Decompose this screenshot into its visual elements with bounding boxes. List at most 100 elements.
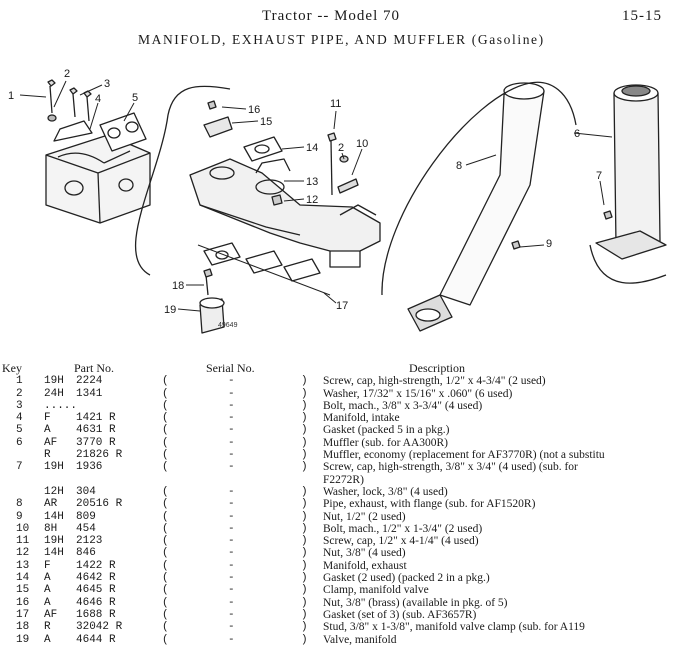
serial-cell: (-)	[160, 412, 323, 424]
part-number-cell	[76, 400, 160, 412]
key-cell: 11	[16, 535, 30, 548]
part-number-cell: 1936	[76, 461, 103, 474]
callout-10: 10	[356, 138, 368, 150]
part-prefix-cell: AR	[44, 498, 58, 511]
exhaust-manifold-drawing	[189, 158, 381, 268]
open-paren: (	[162, 522, 169, 535]
serial-range: (-)	[160, 400, 323, 412]
part-number-cell: 4644 R	[76, 633, 116, 646]
serial-cell: (-)	[160, 609, 323, 621]
key-cell: 8	[16, 498, 23, 511]
serial-cell: (-)	[160, 572, 323, 584]
open-paren: (	[162, 461, 169, 474]
part-prefix-cell: A	[44, 596, 51, 609]
serial-cell: (-)	[160, 511, 323, 523]
key-cell: 19	[16, 633, 30, 646]
key-cell: 14	[16, 572, 30, 585]
close-paren: )	[301, 547, 308, 560]
part-prefix-cell: 19H	[44, 461, 64, 474]
callout-12: 12	[306, 194, 318, 206]
clamp-drawing	[203, 116, 233, 138]
serial-range: (-)	[160, 523, 323, 535]
part-prefix-cell: ............	[44, 399, 76, 412]
part-number-cell: 20516 R	[76, 498, 123, 511]
key-cell: 9	[16, 510, 23, 523]
part-prefix-cell: 19H	[44, 535, 64, 548]
close-paren: )	[301, 461, 308, 474]
serial-range: (-)	[160, 572, 323, 584]
serial-value: -	[228, 485, 235, 498]
description-cell: Muffler, economy (replacement for AF3770…	[323, 449, 605, 462]
key-cell: 16	[16, 596, 30, 609]
part-prefix-cell: AF	[44, 436, 58, 449]
bolt-group-1	[47, 79, 92, 122]
part-prefix-cell: 19H	[44, 375, 64, 388]
part-number-cell: 4631 R	[76, 424, 116, 437]
part-prefix-cell: A	[44, 572, 51, 585]
serial-range: (-)	[160, 560, 323, 572]
description-cell: Washer, 17/32" x 15/16" x .060" (6 used)	[323, 387, 513, 400]
serial-range: (-)	[160, 597, 323, 609]
description-cell: F2272R)	[323, 473, 364, 486]
key-cell: 7	[16, 461, 23, 474]
serial-cell: (-)	[160, 560, 323, 572]
serial-range: (-)	[160, 449, 323, 461]
key-cell: 2	[16, 387, 23, 400]
close-paren: )	[301, 412, 308, 425]
description-cell: Nut, 1/2" (2 used)	[323, 510, 406, 523]
serial-cell: (-)	[160, 584, 323, 596]
key-cell: 10	[16, 522, 30, 535]
description-cell: Manifold, intake	[323, 412, 400, 425]
serial-cell: (-)	[160, 498, 323, 510]
open-paren: (	[162, 498, 169, 511]
column-header-part-no: Part No.	[74, 362, 114, 375]
part-prefix-cell: F	[44, 412, 51, 425]
table-row: 8 AR 20516 R (-)Pipe, exhaust, with flange …	[0, 498, 674, 510]
close-paren: )	[301, 522, 308, 535]
part-number-cell: 3770 R	[76, 436, 116, 449]
parts-diagram: 1 2 3 4 5 16 15 11 14 2 10 13 12 8 6 7 9…	[0, 55, 674, 355]
open-paren: (	[162, 436, 169, 449]
serial-cell: (-)	[160, 597, 323, 609]
description-cell: Muffler (sub. for AA300R)	[323, 436, 448, 449]
close-paren: )	[301, 596, 308, 609]
serial-range: (-)	[160, 412, 323, 424]
callout-2: 2	[64, 68, 70, 80]
close-paren: )	[301, 498, 308, 511]
open-paren: (	[162, 449, 169, 462]
close-paren: )	[301, 449, 308, 462]
key-cell: 15	[16, 584, 30, 597]
close-paren: )	[301, 436, 308, 449]
description-cell: Pipe, exhaust, with flange (sub. for AF1…	[323, 498, 536, 511]
key-cell	[0, 449, 44, 461]
open-paren: (	[162, 633, 169, 646]
key-cell: 17	[16, 608, 30, 621]
page-header: Tractor -- Model 70 15-15	[0, 6, 674, 26]
description-cell: Screw, cap, 1/2" x 4-1/4" (4 used)	[323, 535, 479, 548]
serial-range: (-)	[160, 609, 323, 621]
serial-cell: (-)	[160, 375, 323, 387]
close-paren: )	[301, 485, 308, 498]
serial-value: -	[228, 608, 235, 621]
serial-range: (-)	[160, 634, 323, 646]
key-cell: 3	[16, 399, 23, 412]
open-paren: (	[162, 485, 169, 498]
serial-range: (-)	[160, 424, 323, 436]
open-paren: (	[162, 584, 169, 597]
description-cell: Valve, manifold	[323, 633, 397, 646]
part-prefix-cell: A	[44, 584, 51, 597]
serial-cell: (-)	[160, 461, 323, 473]
close-paren: )	[301, 633, 308, 646]
open-paren: (	[162, 572, 169, 585]
description-cell: Clamp, manifold valve	[323, 584, 429, 597]
